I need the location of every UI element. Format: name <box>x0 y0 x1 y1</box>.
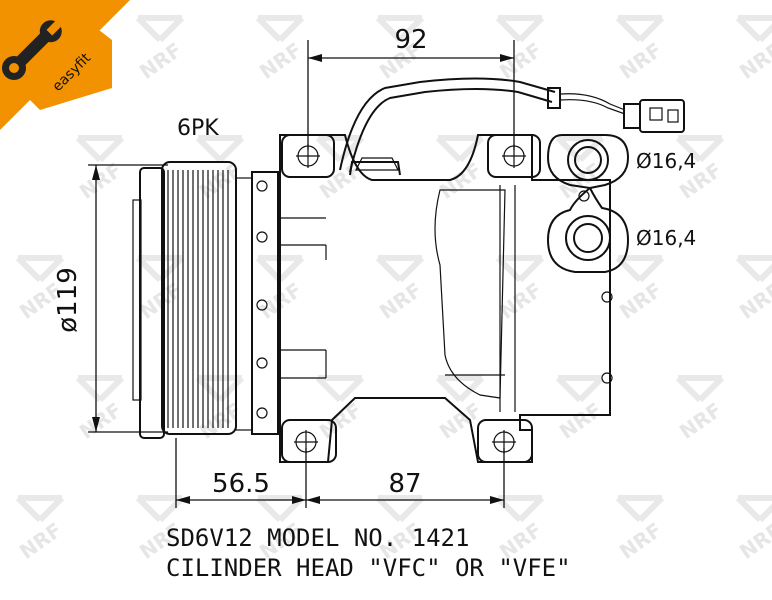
watermark-tile: NRF <box>75 135 126 204</box>
easyfit-badge: easyfit <box>0 0 130 130</box>
compressor-body <box>278 134 613 463</box>
svg-text:NRF: NRF <box>255 38 306 84</box>
svg-text:NRF: NRF <box>735 518 772 564</box>
watermark-tile: NRF <box>255 15 306 84</box>
watermark-tile: NRF <box>435 135 486 204</box>
svg-text:NRF: NRF <box>675 398 726 444</box>
port-manifold <box>546 134 630 273</box>
svg-text:NRF: NRF <box>15 518 66 564</box>
watermark-tile: NRF <box>615 495 666 564</box>
svg-text:NRF: NRF <box>135 38 186 84</box>
dim-pulley-offset-label: 56.5 <box>212 469 270 499</box>
watermark-tile: NRF <box>735 255 772 324</box>
svg-text:NRF: NRF <box>735 38 772 84</box>
dimension-top-width: 92 <box>307 25 515 150</box>
watermark-tile: NRF <box>315 135 366 204</box>
watermark-tile: NRF <box>675 375 726 444</box>
svg-text:NRF: NRF <box>615 278 666 324</box>
watermark-tile: NRF <box>615 255 666 324</box>
belt-grooves-label: 6PK <box>177 116 219 141</box>
pulley-grooves <box>167 170 229 428</box>
watermark-tile: NRF <box>135 15 186 84</box>
watermark-tile: NRF <box>75 375 126 444</box>
watermark-tile: NRF <box>375 255 426 324</box>
svg-text:NRF: NRF <box>615 38 666 84</box>
dim-top-width-label: 92 <box>394 25 427 55</box>
svg-text:NRF: NRF <box>735 278 772 324</box>
dimension-bottom: 56.5 87 <box>175 438 505 508</box>
wrench-icon <box>1 19 63 80</box>
cable-connector <box>339 77 685 173</box>
dimension-pulley-diameter: ø119 <box>53 164 168 433</box>
pulley-clutch <box>132 161 279 439</box>
caption-model-line: SD6V12 MODEL NO. 1421 <box>166 524 469 552</box>
svg-text:NRF: NRF <box>555 398 606 444</box>
watermark-tile: NRF <box>735 15 772 84</box>
caption-cylinder-head-line: CILINDER HEAD "VFC" OR "VFE" <box>166 554 571 582</box>
badge-corner <box>0 0 130 130</box>
dim-pulley-diameter-label: ø119 <box>53 267 83 333</box>
watermark-tile: NRF <box>615 15 666 84</box>
dim-mount-spacing-label: 87 <box>388 469 421 499</box>
port-upper-diameter-label: Ø16,4 <box>636 149 696 173</box>
svg-text:NRF: NRF <box>75 398 126 444</box>
watermark-tile: NRF <box>15 495 66 564</box>
port-lower-diameter-label: Ø16,4 <box>636 226 696 250</box>
watermark-tile: NRF <box>555 375 606 444</box>
svg-text:NRF: NRF <box>615 518 666 564</box>
watermark-tile: NRF <box>735 495 772 564</box>
watermark-tile: NRF <box>495 15 546 84</box>
svg-text:NRF: NRF <box>375 278 426 324</box>
